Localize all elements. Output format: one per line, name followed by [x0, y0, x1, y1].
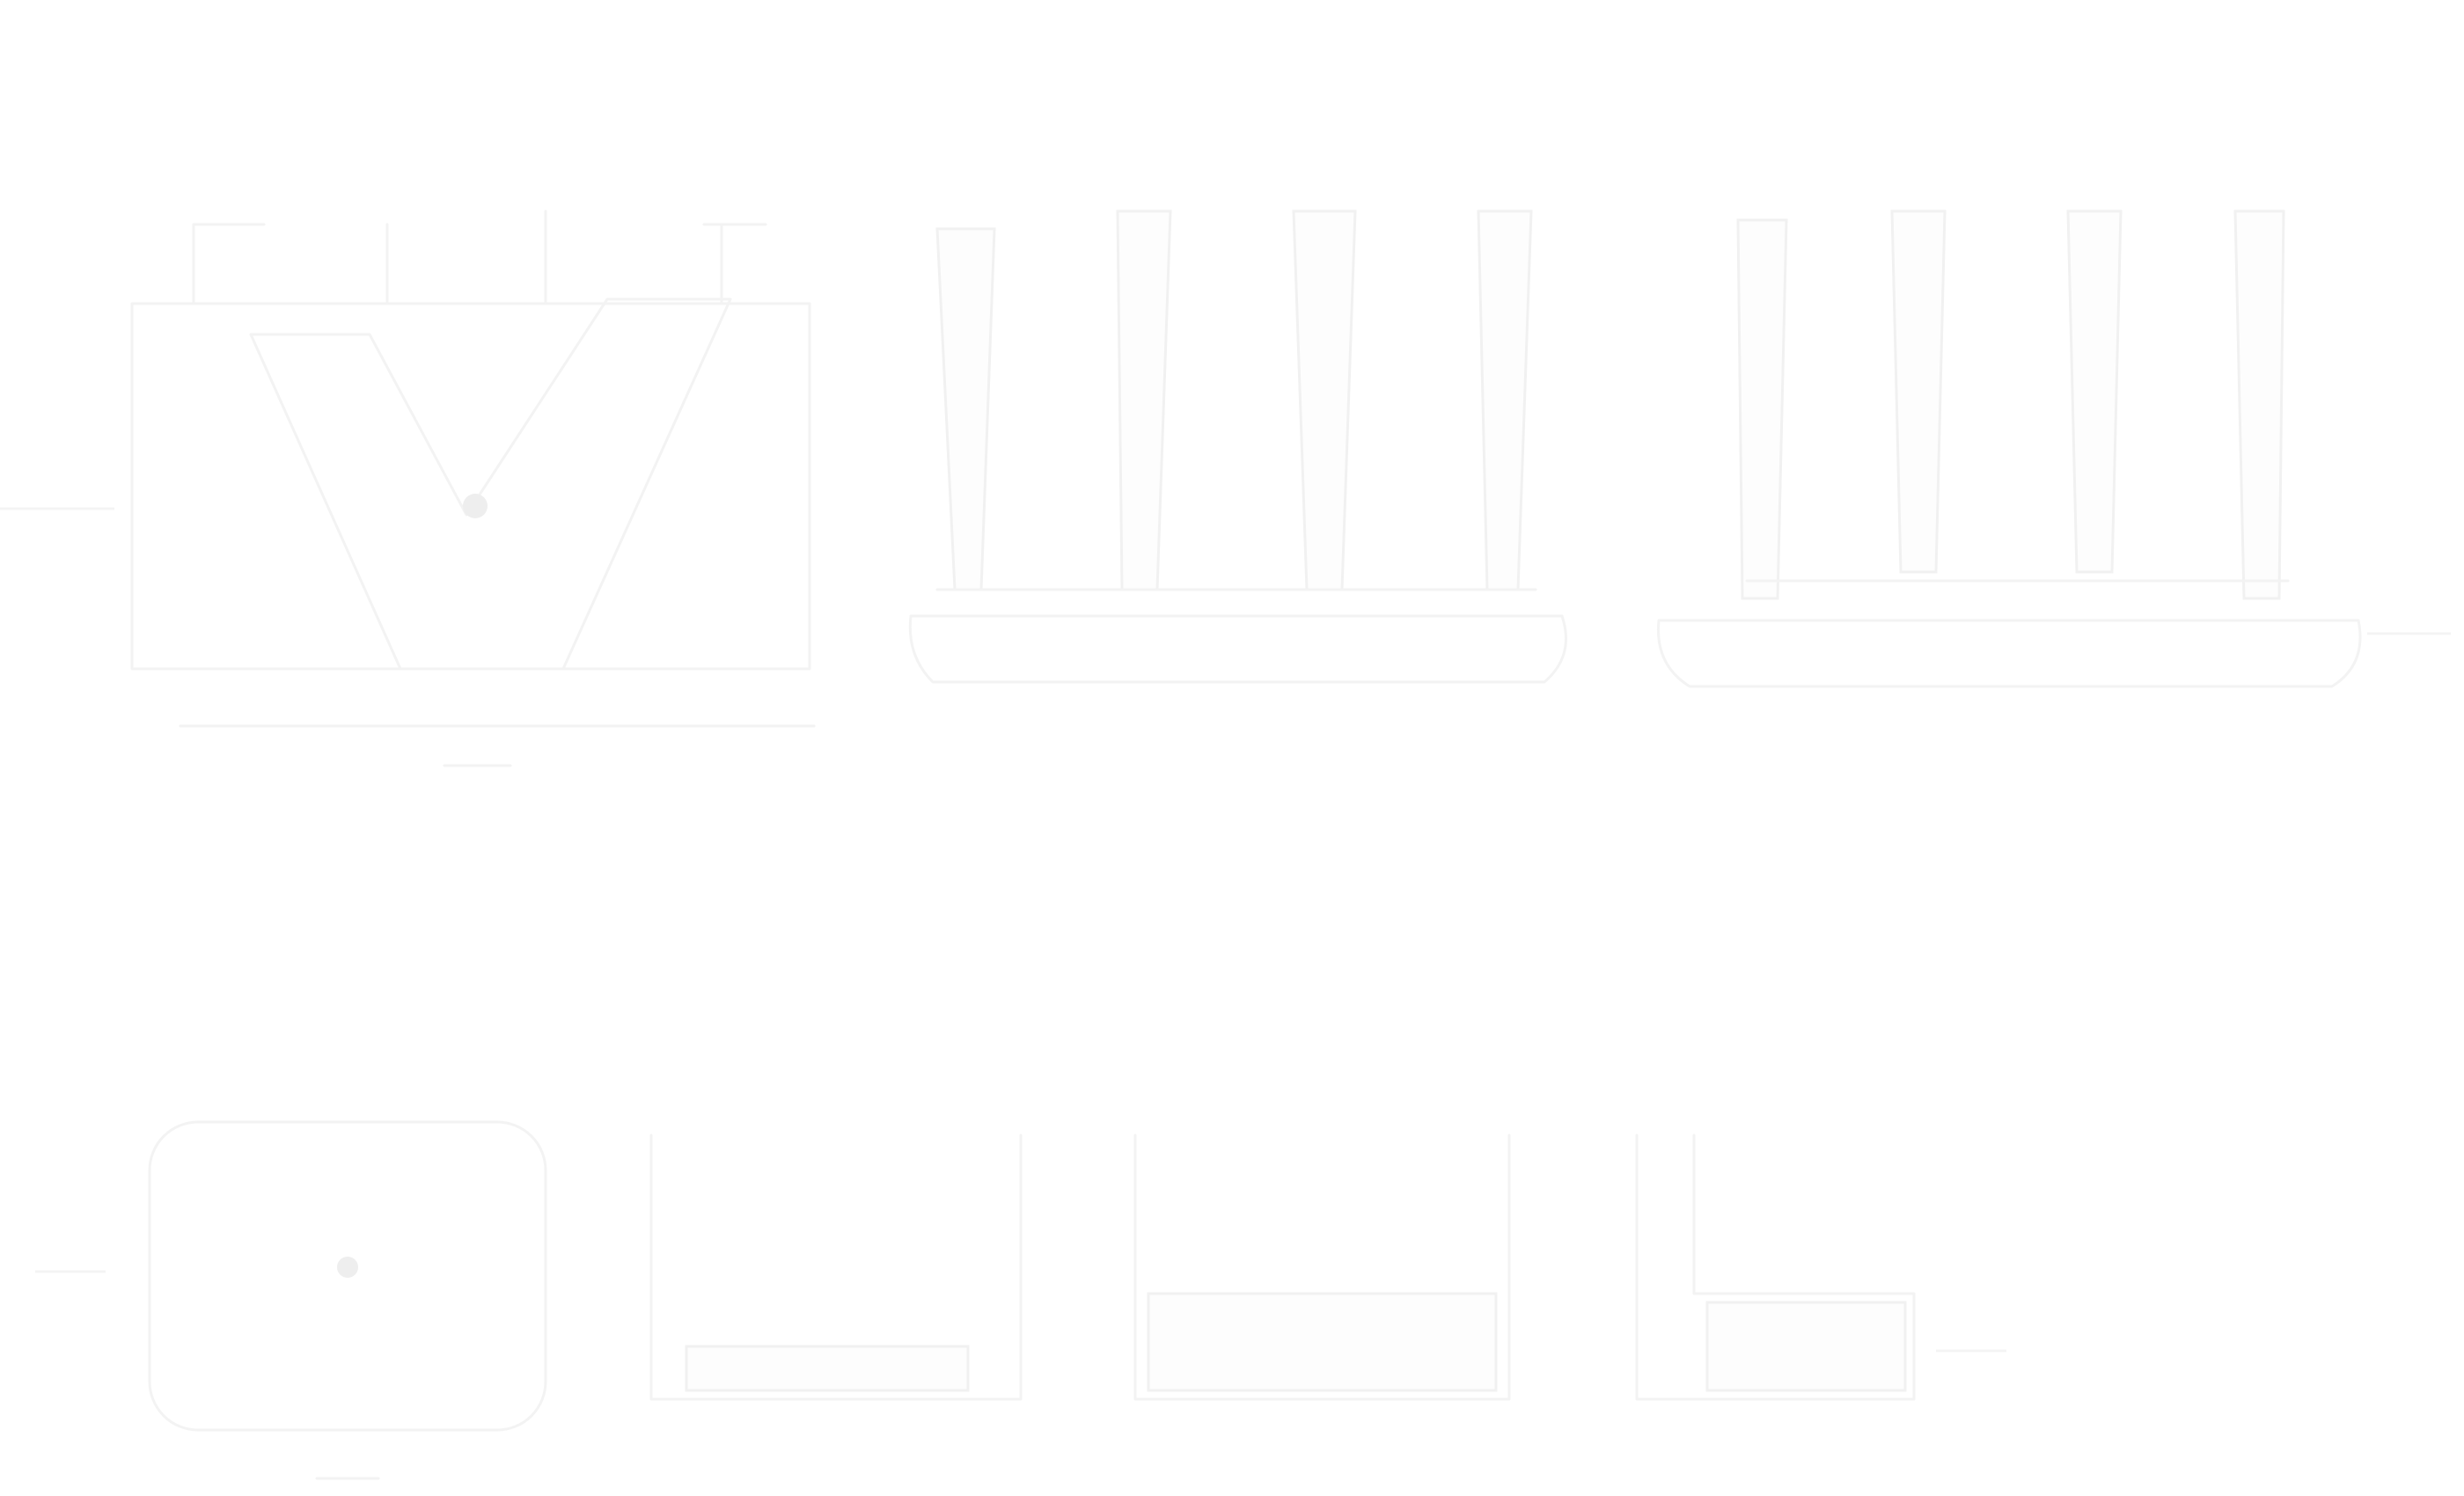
funnel-center-dot: [463, 494, 488, 518]
split-bar-2: [1116, 209, 1172, 591]
rounded-square-center-dot: [337, 1257, 358, 1278]
l-bar-icon: [1635, 1133, 1916, 1401]
joined-bar-3: [2066, 209, 2123, 574]
split-bars-icon: [908, 209, 1567, 684]
rounded-square-icon: [148, 1120, 547, 1480]
l-bar-outline: [1635, 1133, 1916, 1401]
stepped-bar-step: [1147, 1292, 1498, 1392]
section-top: [0, 209, 2451, 767]
funnel-frame: [130, 302, 811, 671]
split-bars-tray: [908, 614, 1567, 684]
section-bottom: [35, 1120, 2006, 1480]
stepped-bar-outline: [1133, 1133, 1511, 1401]
l-bar-fill: [1705, 1301, 1907, 1392]
funnel-top-ticks: [192, 209, 767, 305]
split-bar-4: [1477, 209, 1533, 591]
single-bar-outline: [649, 1133, 1023, 1401]
joined-bar-1: [1736, 218, 1788, 600]
joined-bars-tray: [1656, 619, 2362, 688]
funnel-icon: [130, 209, 816, 767]
split-bar-3: [1292, 209, 1357, 591]
joined-bar-2: [1890, 209, 1947, 574]
stepped-bar-icon: [1133, 1133, 1511, 1401]
funnel-v-outline: [249, 297, 732, 671]
rounded-square-outline: [148, 1120, 547, 1432]
joined-bar-4: [2233, 209, 2285, 600]
single-bar-fill: [685, 1345, 970, 1392]
single-bar-icon: [649, 1133, 1023, 1401]
split-bar-1: [935, 227, 996, 591]
joined-bars-icon: [1656, 209, 2362, 688]
